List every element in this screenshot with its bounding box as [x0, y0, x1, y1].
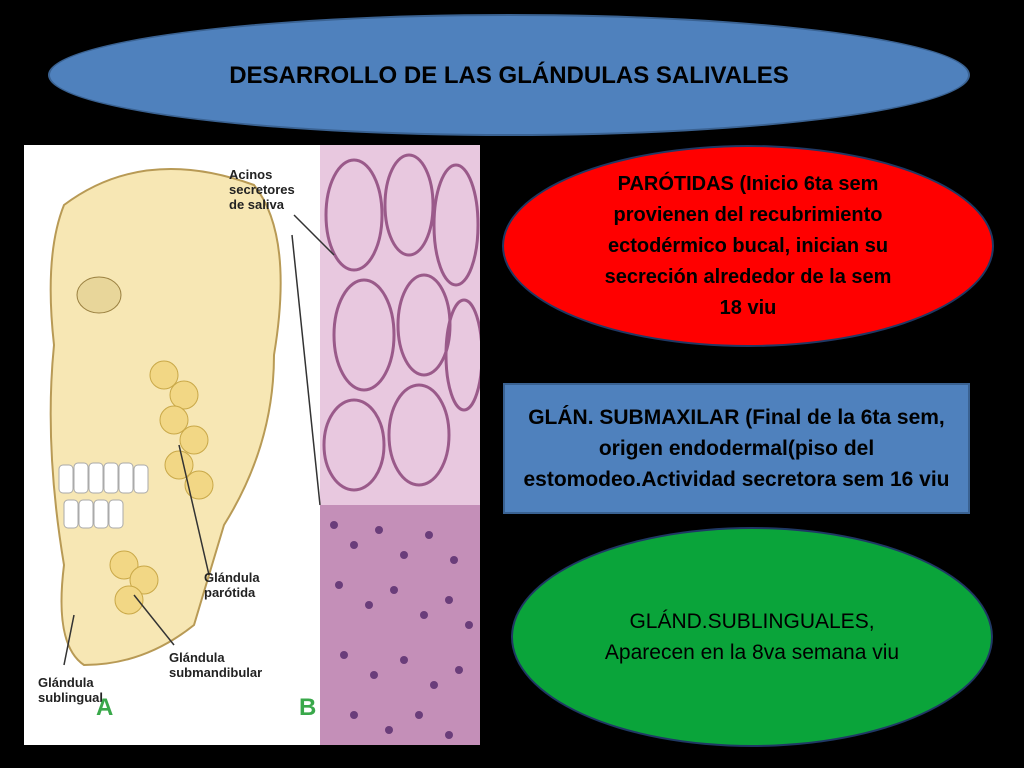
serous-region: [320, 505, 480, 745]
label-acinos: Acinos secretores de saliva: [229, 167, 295, 212]
acini-tubules: [322, 153, 480, 492]
label-panel-a: A: [96, 694, 114, 721]
label-panel-b: B: [299, 694, 317, 721]
submaxilar-text: GLÁN. SUBMAXILAR (Final de la 6ta sem, o…: [523, 406, 950, 491]
illustration-graphic: [49, 145, 480, 745]
teeth: [58, 462, 149, 529]
label-submandibular: Glándula submandibular: [169, 650, 263, 680]
slide-title: DESARROLLO DE LAS GLÁNDULAS SALIVALES: [229, 61, 789, 89]
submandibular-gland: [109, 550, 159, 615]
label-parotida: Glándula parótida: [204, 570, 260, 600]
anatomy-illustration: Acinos secretores de saliva Glándula par…: [24, 145, 480, 745]
parotid-text: PARÓTIDAS (Inicio 6ta sem provienen del …: [604, 172, 892, 319]
sublingual-ellipse: GLÁND.SUBLINGUALES, Aparecen en la 8va s…: [511, 527, 993, 747]
leader-lines: [63, 214, 335, 666]
title-banner: DESARROLLO DE LAS GLÁNDULAS SALIVALES: [48, 14, 970, 136]
label-sublingual: Glándula sublingual: [38, 675, 103, 705]
nuclei: [330, 521, 473, 739]
eye-socket: [76, 276, 122, 314]
sublingual-text: GLÁND.SUBLINGUALES, Aparecen en la 8va s…: [604, 610, 900, 664]
parotid-ellipse: PARÓTIDAS (Inicio 6ta sem provienen del …: [502, 145, 994, 347]
parotid-gland: [149, 360, 214, 500]
submaxilar-box: GLÁN. SUBMAXILAR (Final de la 6ta sem, o…: [503, 383, 970, 514]
